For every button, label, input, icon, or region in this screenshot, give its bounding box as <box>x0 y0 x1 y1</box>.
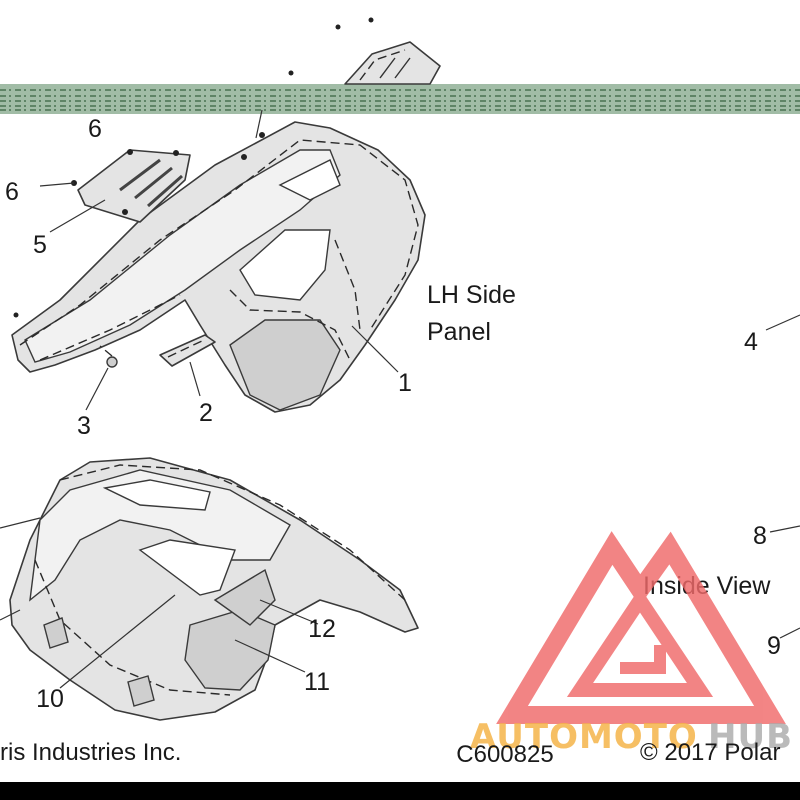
callout-12: 12 <box>308 615 336 643</box>
footer-bar <box>0 782 800 800</box>
callout-9: 9 <box>767 632 781 660</box>
footer-code: C600825 <box>456 741 553 768</box>
footer-company: ris Industries Inc. <box>0 739 181 766</box>
vent-grille <box>71 149 191 223</box>
callout-1: 1 <box>398 369 412 397</box>
panel-title-line2: Panel <box>427 318 491 346</box>
callout-10: 10 <box>36 685 64 713</box>
watermark-brand-b: HUB <box>708 717 793 757</box>
screw-fastener <box>99 345 118 368</box>
footer-copyright: © 2017 Polar <box>640 739 780 766</box>
watermark-logo <box>496 531 786 724</box>
callout-4: 4 <box>744 328 758 356</box>
callout-8: 8 <box>753 522 767 550</box>
callout-2: 2 <box>199 399 213 427</box>
side-panel-outside <box>11 121 426 413</box>
callout-11: 11 <box>304 668 330 696</box>
callout-5: 5 <box>33 231 47 259</box>
leader-lines <box>0 109 800 689</box>
handle-clip <box>159 334 216 367</box>
callout-6-top: 6 <box>88 115 102 143</box>
upper-grille-fragment <box>288 17 441 85</box>
callout-6-left: 6 <box>5 178 19 206</box>
callout-3: 3 <box>77 412 91 440</box>
watermark-brand-a: AUTOMOTO <box>470 717 698 757</box>
side-panel-inside <box>9 457 419 721</box>
panel-title-line1: LH Side <box>427 281 516 309</box>
top-green-band <box>0 84 800 114</box>
